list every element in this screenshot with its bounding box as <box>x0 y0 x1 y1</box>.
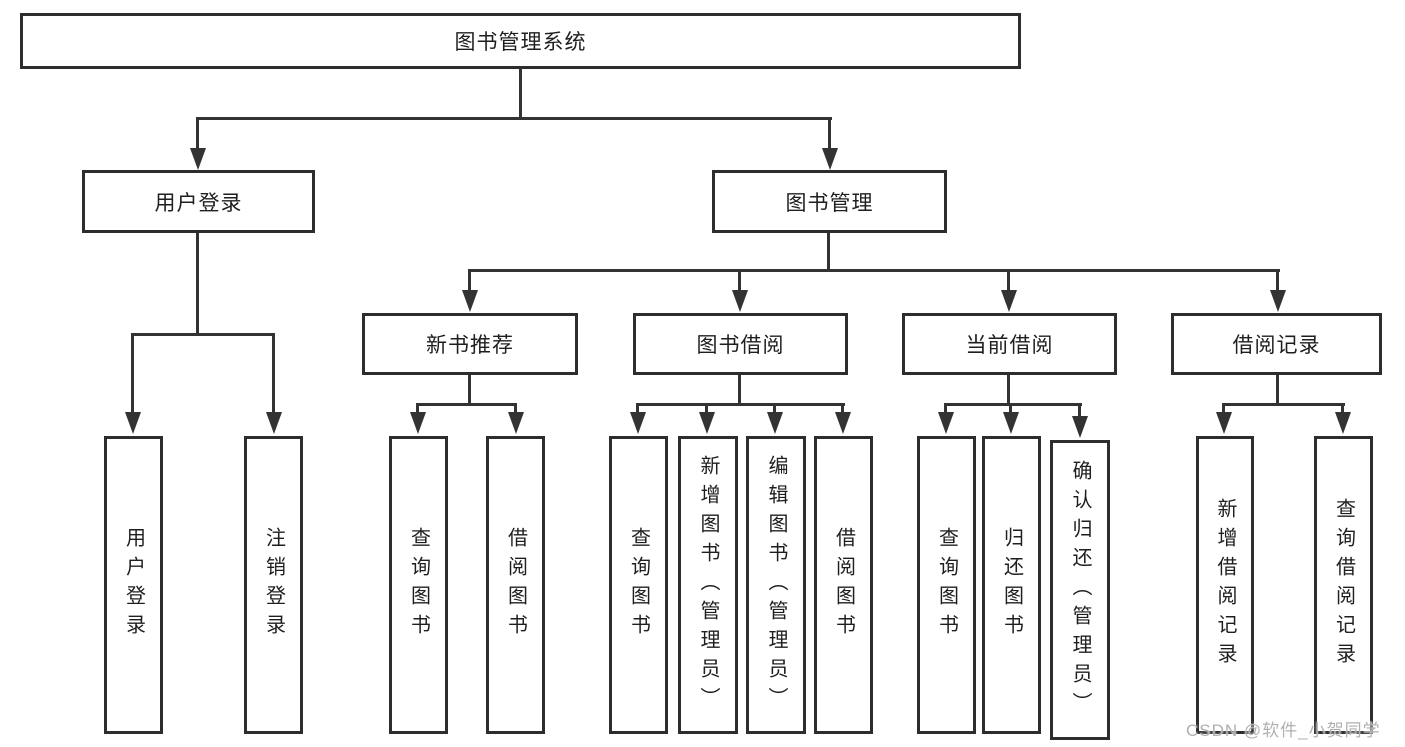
arrow-to-leaf-current-query <box>938 412 954 434</box>
leaf-records-query: 查询借阅记录 <box>1314 436 1373 734</box>
node-book-borrow-label: 图书借阅 <box>696 334 785 357</box>
leaf-user-login-label: 用户登录 <box>122 527 145 643</box>
connector-newbook-stub-1 <box>416 403 419 415</box>
connector-root-stub-left <box>196 117 199 151</box>
leaf-newbook-borrow-label: 借阅图书 <box>504 527 527 643</box>
arrow-to-current-borrow <box>1001 290 1017 312</box>
connector-bookborrow-stem <box>738 375 741 406</box>
arrow-to-book-borrow <box>732 290 748 312</box>
arrow-to-leaf-newbook-borrow <box>508 412 524 434</box>
leaf-records-add-label: 新增借阅记录 <box>1214 498 1236 672</box>
connector-records-stub-1 <box>1222 403 1225 415</box>
arrow-to-user-login <box>190 148 206 170</box>
connector-bookborrow-stub-2 <box>705 403 708 415</box>
leaf-newbook-query: 查询图书 <box>389 436 448 734</box>
leaf-current-confirm: 确认归还（管理员） <box>1050 440 1110 740</box>
connector-bookmgmt-stub-4 <box>1276 269 1279 293</box>
arrow-to-leaf-current-confirm <box>1072 416 1088 438</box>
connector-userlogin-stem <box>196 233 199 335</box>
connector-currentborrow-stub-1 <box>944 403 947 415</box>
connector-newbook-stub-2 <box>514 403 517 415</box>
node-new-book: 新书推荐 <box>362 313 578 375</box>
leaf-records-query-label: 查询借阅记录 <box>1332 498 1355 672</box>
leaf-newbook-borrow: 借阅图书 <box>486 436 545 734</box>
csdn-watermark: CSDN @软件_小贺同学 <box>1186 721 1381 740</box>
arrow-to-leaf-newbook-query <box>410 412 426 434</box>
leaf-borrow-add-label: 新增图书（管理员） <box>697 454 719 716</box>
connector-bookborrow-stub-1 <box>636 403 639 415</box>
node-current-borrow: 当前借阅 <box>902 313 1117 375</box>
node-book-borrow: 图书借阅 <box>633 313 848 375</box>
connector-records-hline <box>1222 403 1345 406</box>
arrow-to-leaf-borrow-query <box>630 412 646 434</box>
connector-newbook-hline <box>416 403 517 406</box>
leaf-user-login: 用户登录 <box>104 436 163 734</box>
node-current-borrow-label: 当前借阅 <box>965 334 1054 357</box>
connector-bookmgmt-stub-3 <box>1007 269 1010 293</box>
leaf-current-confirm-label: 确认归还（管理员） <box>1069 459 1091 721</box>
connector-bookmgmt-stub-2 <box>738 269 741 293</box>
connector-root-stem <box>519 68 522 120</box>
connector-userlogin-stub-2 <box>272 333 275 413</box>
leaf-borrow-edit: 编辑图书（管理员） <box>746 436 806 734</box>
arrow-to-borrow-records <box>1270 290 1286 312</box>
leaf-current-query: 查询图书 <box>917 436 976 734</box>
leaf-current-return: 归还图书 <box>982 436 1041 734</box>
node-book-mgmt: 图书管理 <box>712 170 947 233</box>
connector-root-stub-right <box>828 117 831 151</box>
leaf-records-add: 新增借阅记录 <box>1196 436 1254 734</box>
connector-records-stub-2 <box>1341 403 1344 415</box>
arrow-to-book-mgmt <box>822 148 838 170</box>
connector-bookborrow-hline <box>636 403 845 406</box>
arrow-to-leaf-user-login <box>125 412 141 434</box>
connector-bookborrow-stub-4 <box>841 403 844 415</box>
connector-bookmgmt-hline <box>468 269 1280 272</box>
leaf-logout-label: 注销登录 <box>262 527 285 643</box>
node-new-book-label: 新书推荐 <box>426 334 514 357</box>
leaf-current-return-label: 归还图书 <box>1000 527 1023 643</box>
leaf-borrow-query-label: 查询图书 <box>627 527 650 643</box>
node-borrow-records-label: 借阅记录 <box>1232 334 1321 357</box>
connector-currentborrow-stub-3 <box>1078 403 1081 417</box>
arrow-to-new-book <box>462 290 478 312</box>
leaf-logout: 注销登录 <box>244 436 303 734</box>
connector-currentborrow-stem <box>1007 375 1010 406</box>
arrow-to-leaf-records-query <box>1335 412 1351 434</box>
connector-root-hline <box>196 117 832 120</box>
connector-bookmgmt-stub-1 <box>468 269 471 293</box>
arrow-to-leaf-logout <box>266 412 282 434</box>
connector-userlogin-hline <box>131 333 275 336</box>
connector-userlogin-stub-1 <box>131 333 134 413</box>
connector-bookborrow-stub-3 <box>773 403 776 415</box>
leaf-borrow-edit-label: 编辑图书（管理员） <box>765 454 787 716</box>
connector-currentborrow-hline <box>944 403 1082 406</box>
arrow-to-leaf-borrow-add <box>699 412 715 434</box>
leaf-borrow-query: 查询图书 <box>609 436 668 734</box>
leaf-current-query-label: 查询图书 <box>935 527 958 643</box>
arrow-to-leaf-records-add <box>1216 412 1232 434</box>
node-borrow-records: 借阅记录 <box>1171 313 1382 375</box>
connector-currentborrow-stub-2 <box>1009 403 1012 415</box>
connector-newbook-stem <box>468 375 471 406</box>
connector-records-stem <box>1276 375 1279 406</box>
arrow-to-leaf-current-return <box>1003 412 1019 434</box>
arrow-to-leaf-borrow-edit <box>767 412 783 434</box>
leaf-borrow-borrow: 借阅图书 <box>814 436 873 734</box>
leaf-newbook-query-label: 查询图书 <box>407 527 430 643</box>
node-user-login-label: 用户登录 <box>154 191 243 215</box>
arrow-to-leaf-borrow-borrow <box>835 412 851 434</box>
node-book-mgmt-label: 图书管理 <box>785 191 874 215</box>
leaf-borrow-add: 新增图书（管理员） <box>678 436 738 734</box>
connector-bookmgmt-stem <box>827 233 830 272</box>
node-user-login: 用户登录 <box>82 170 315 233</box>
node-root: 图书管理系统 <box>20 13 1021 69</box>
node-root-label: 图书管理系统 <box>454 31 587 54</box>
leaf-borrow-borrow-label: 借阅图书 <box>832 527 855 643</box>
